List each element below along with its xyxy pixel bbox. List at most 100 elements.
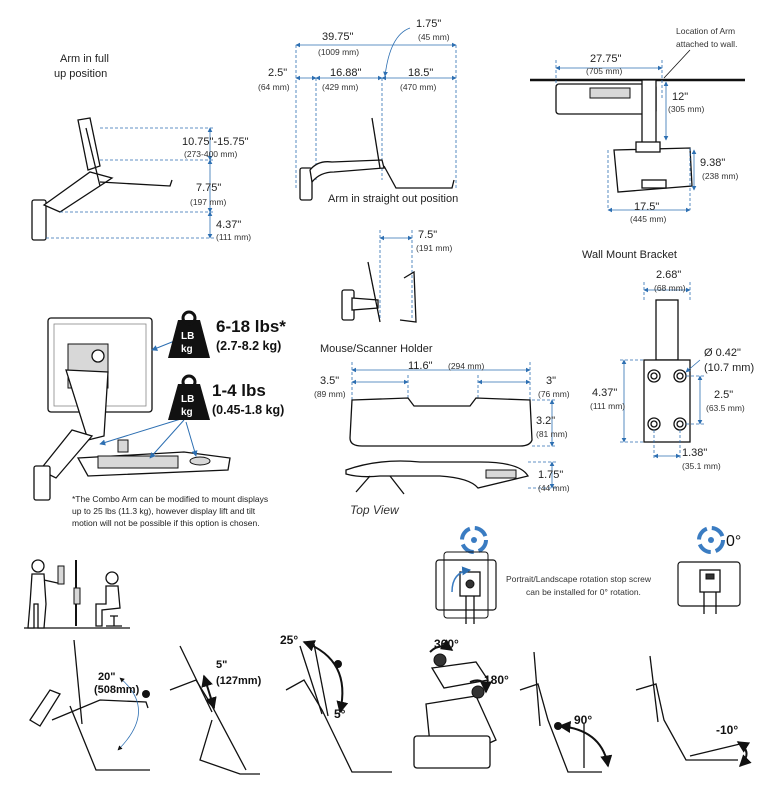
dim-4-37: 4.37" [216, 219, 241, 231]
dim-9-38: 9.38" [700, 157, 725, 169]
weight-icon-kg: kg [181, 407, 193, 418]
dim-2-68: 2.68" [656, 269, 681, 281]
kb-90: 90° [574, 713, 592, 727]
dim-17-5: 17.5" [634, 201, 659, 213]
arm-full-up-title-2: up position [54, 68, 107, 80]
pivot-dot [554, 722, 562, 730]
dim-hole-mm: (10.7 mm) [704, 362, 754, 374]
dim-arrow [383, 27, 411, 77]
holder-bracket [355, 475, 405, 495]
wall-mount-plate [299, 167, 313, 201]
lift-20-mm: (508mm) [94, 684, 140, 696]
monitor-high [73, 639, 83, 725]
monitor-mount-profile [367, 261, 381, 323]
seated-monitor [73, 587, 81, 605]
weight-arrow [99, 417, 185, 446]
dim-3: 3" [546, 375, 556, 387]
kb-lift-5-mm: (127mm) [216, 675, 262, 687]
wall-mount-plate [31, 199, 47, 241]
sit-stand-figure [24, 559, 130, 629]
top-view-label: Top View [350, 503, 400, 517]
rotate-icon-dot [708, 537, 714, 543]
arm-straight-out-caption: Arm in straight out position [328, 193, 458, 205]
kb-neg10: -10° [716, 723, 738, 737]
dim-18-5-mm: (470 mm) [400, 82, 437, 92]
dim-7-5: 7.5" [418, 229, 437, 241]
mount-hole-inner [650, 372, 658, 380]
dim-27-75: 27.75" [590, 53, 622, 65]
dim-11-6: 11.6" [408, 360, 433, 372]
scanner-holder [117, 439, 129, 453]
keyboard-tray-swivel [413, 735, 491, 769]
dim-2-68-mm: (68 mm) [654, 283, 686, 293]
weight-icon-handle [181, 310, 197, 326]
dim-9-38-mm: (238 mm) [702, 171, 739, 181]
lift-range-figure: 20" (508mm) [29, 639, 150, 771]
monitor-low [29, 689, 61, 727]
monitor-tilted [179, 645, 213, 713]
rotate-180-arrow [469, 679, 492, 694]
weight-note-2: up to 25 lbs (11.3 kg), however display … [72, 506, 256, 516]
vesa-knob [91, 349, 105, 363]
dim-3-mm: (76 mm) [538, 389, 570, 399]
rotate-icon [697, 526, 725, 554]
bracket-stem [655, 299, 679, 361]
zero-degree-label: 0° [726, 533, 741, 550]
keyboard [97, 455, 179, 469]
mouse-holder-title: Mouse/Scanner Holder [320, 343, 433, 355]
rotation-figure: Portrait/Landscape rotation stop screw c… [435, 526, 741, 624]
pivot-dot [334, 660, 342, 668]
keyboard-tilt-arrow [736, 741, 752, 768]
dim-12-mm: (305 mm) [668, 104, 705, 114]
seated-user [95, 585, 121, 627]
keyboard-weight-kg: (0.45-1.8 kg) [212, 403, 284, 417]
pivot-dot [142, 690, 150, 698]
rotate-icon-dot [471, 537, 477, 543]
weight-arrow [185, 421, 198, 457]
swivel-joint [433, 653, 447, 667]
keyboard-weight-lbs: 1-4 lbs [212, 381, 266, 400]
arm-profile [169, 679, 247, 771]
mouse-holder-side [345, 460, 529, 489]
keyboard-lift-figure: 5" (127mm) [169, 645, 262, 775]
dim-18-5: 18.5" [408, 67, 433, 79]
tilt-range-figure: 25° 5° [280, 633, 392, 773]
dim-1-38-mm: (35.1 mm) [682, 461, 721, 471]
dim-1-75b: 1.75" [538, 469, 563, 481]
dim-hole: Ø 0.42" [704, 347, 741, 359]
dim-1-75: 1.75" [416, 18, 441, 30]
weight-icon-kg: kg [181, 344, 193, 355]
weight-icon-body [168, 320, 210, 358]
monitor-profile [533, 651, 541, 727]
keyboard-tray [199, 719, 260, 775]
dim-1-75-mm: (45 mm) [418, 32, 450, 42]
arm-top [641, 79, 657, 145]
dim-10-75-mm: (273-400 mm) [184, 149, 238, 159]
mount-hole-inner [650, 420, 658, 428]
standing-user-head [31, 559, 45, 573]
keyboard-tray-folded [399, 270, 417, 323]
seated-user-head [105, 571, 119, 585]
rotate-icon-ring [697, 526, 725, 554]
weight-icon-body [168, 384, 210, 420]
dim-7-75-mm: (197 mm) [190, 197, 227, 207]
weight-icon: LB kg [168, 310, 210, 358]
dim-39-75-mm: (1009 mm) [318, 47, 359, 57]
tilt-arrow [302, 640, 349, 714]
rotate-icon [460, 526, 488, 554]
dim-4-37b: 4.37" [592, 387, 617, 399]
wall-note-2: attached to wall. [676, 39, 737, 49]
arm-joint [635, 141, 661, 153]
tilt-25: 25° [280, 633, 298, 647]
dim-4-37-mm: (111 mm) [216, 232, 251, 242]
dim-11-6-mm: (294 mm) [448, 361, 485, 371]
dim-3-5: 3.5" [320, 375, 339, 387]
rotation-hub [699, 569, 721, 593]
dim-16-88-mm: (429 mm) [322, 82, 359, 92]
dim-1-38: 1.38" [682, 447, 707, 459]
dim-arrow [685, 359, 701, 373]
arm-profile [285, 679, 392, 773]
dim-12: 12" [672, 91, 688, 103]
dim-3-2-mm: (81 mm) [536, 429, 568, 439]
